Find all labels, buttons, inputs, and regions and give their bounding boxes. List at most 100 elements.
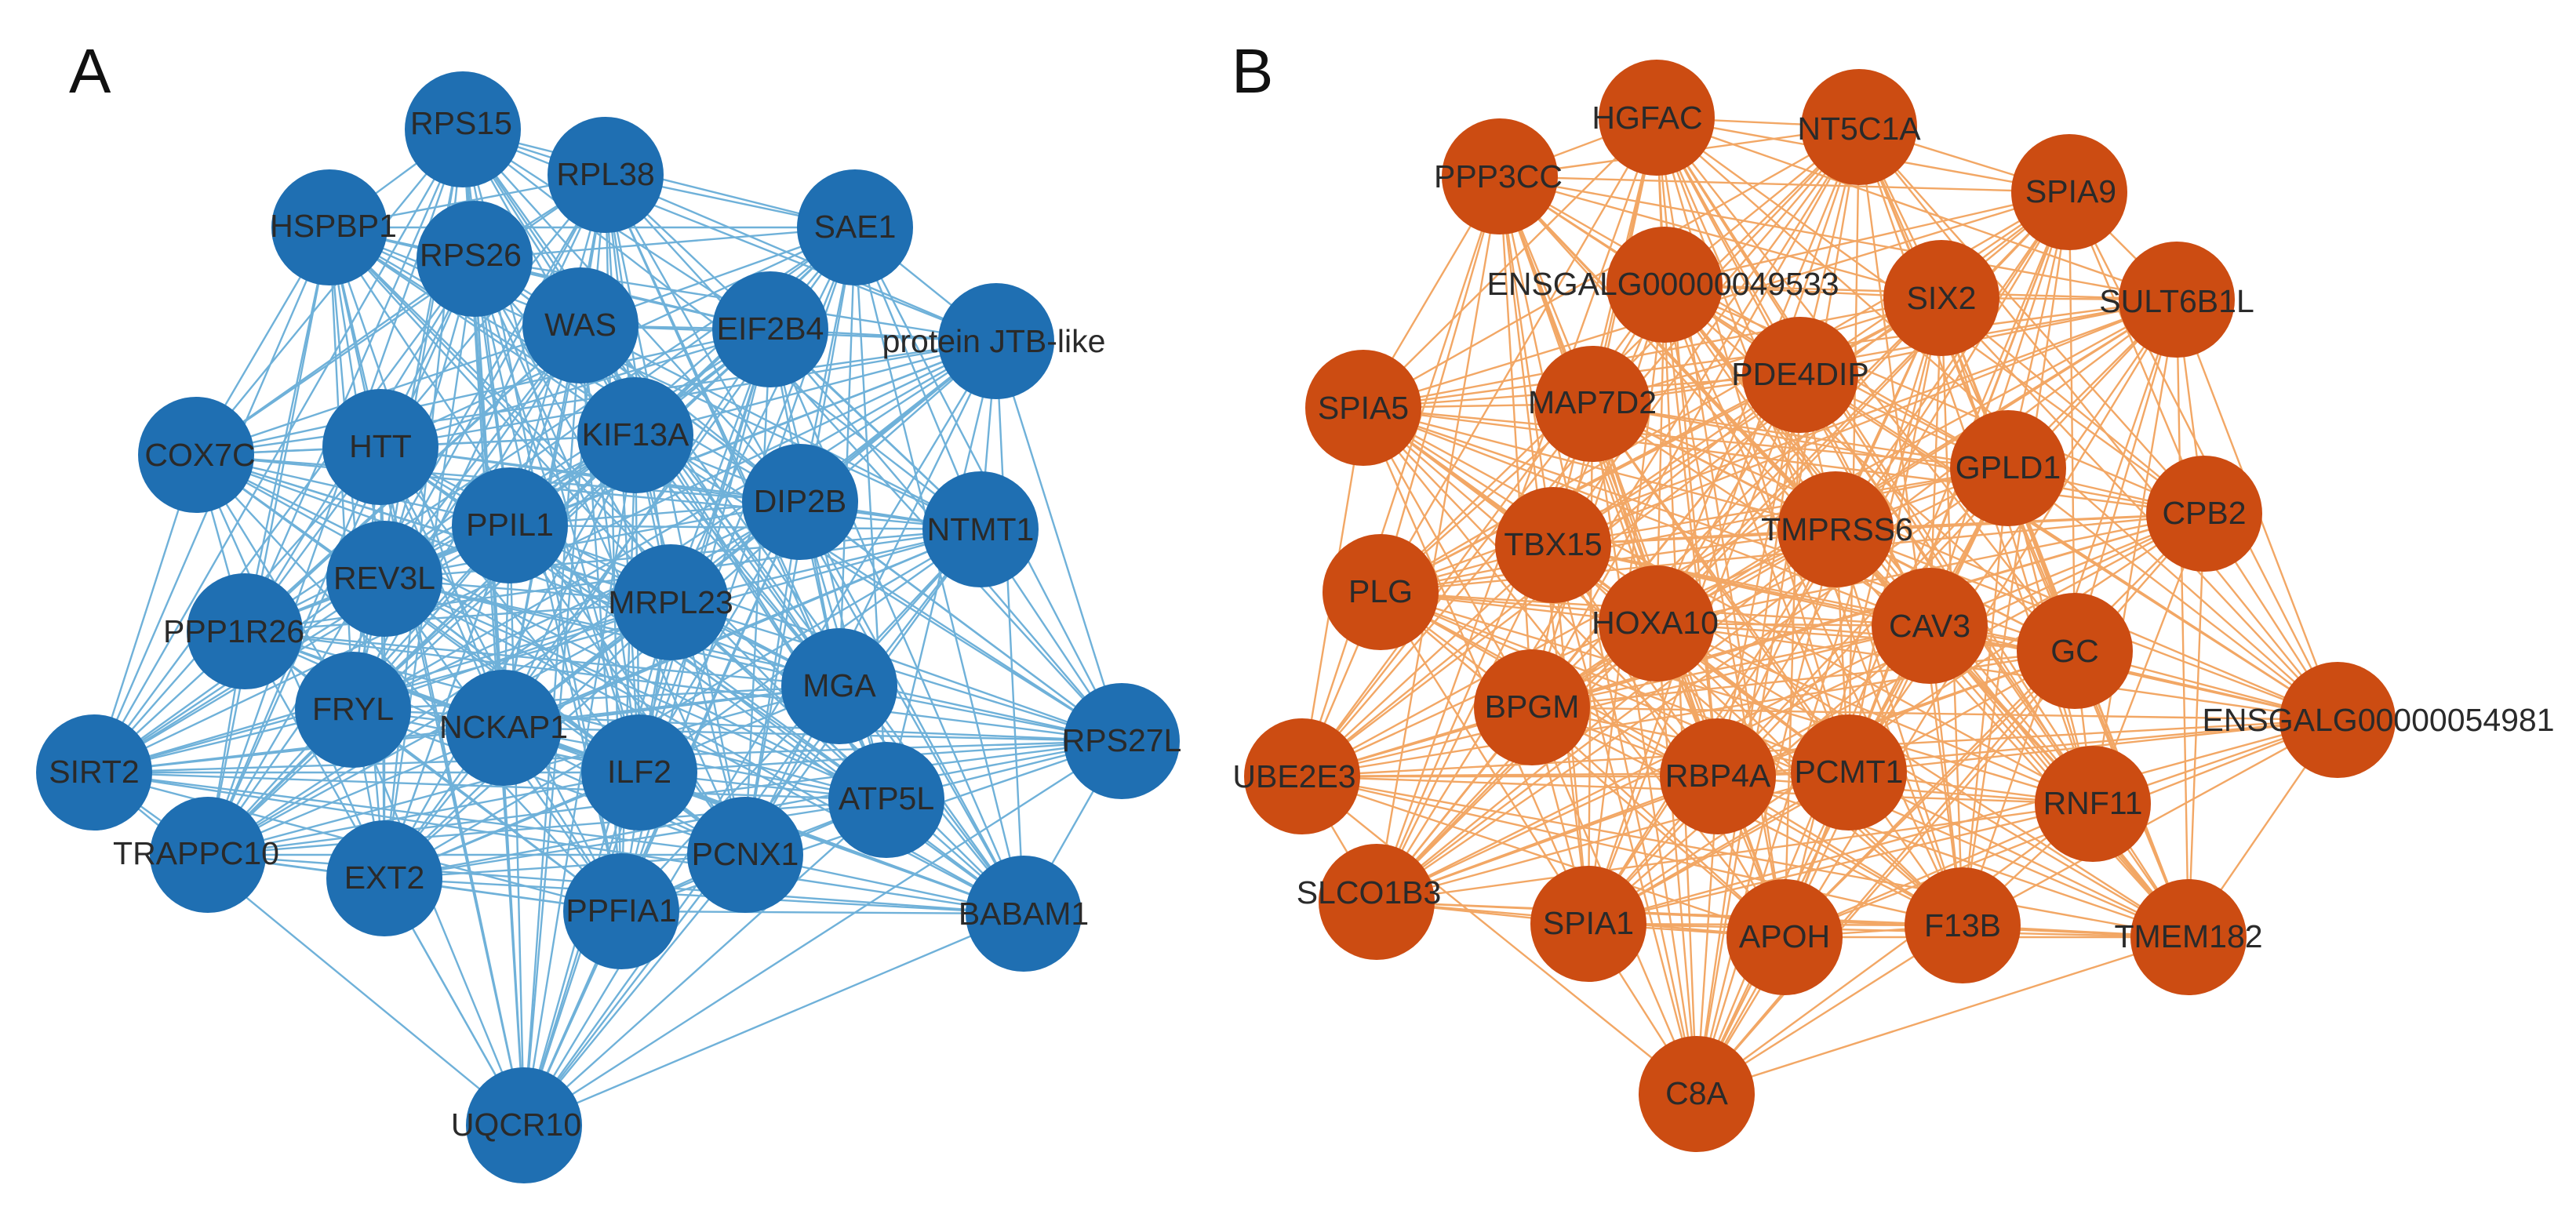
panel-a-edge bbox=[474, 226, 856, 260]
panel-a-edge bbox=[93, 771, 887, 801]
panel-b-edge bbox=[1695, 625, 1931, 1095]
panel-b-edge bbox=[1363, 296, 1942, 409]
panel-a-node-label: FRYL bbox=[312, 691, 394, 727]
panel-a-node bbox=[581, 714, 697, 831]
panel-b-edge bbox=[1380, 591, 1850, 774]
panel-b-edge bbox=[1380, 591, 1785, 938]
panel-b-edge bbox=[1552, 298, 2178, 547]
panel-b-node bbox=[2011, 134, 2127, 250]
panel-b-edge bbox=[1716, 191, 2071, 777]
panel-b-edge bbox=[1363, 406, 2205, 515]
panel-b-node-label: PLG bbox=[1348, 573, 1413, 609]
panel-b-edge bbox=[1656, 191, 2070, 624]
panel-a-edge bbox=[473, 258, 747, 856]
panel-a-edge bbox=[639, 771, 1024, 915]
panel-a-edge bbox=[853, 227, 1025, 914]
panel-b-node bbox=[1950, 410, 2066, 526]
panel-b-edge bbox=[1592, 126, 1860, 405]
panel-b-edge bbox=[1716, 374, 1802, 777]
panel-b-edge bbox=[1848, 771, 2189, 939]
panel-b-node bbox=[2146, 456, 2262, 572]
panel-b-edge bbox=[1531, 624, 1930, 709]
panel-a-edge bbox=[509, 524, 981, 531]
panel-b-edge bbox=[1363, 406, 1836, 531]
panel-b-edge bbox=[1499, 175, 1942, 300]
panel-a-node-label: HTT bbox=[349, 428, 412, 464]
panel-a-node-label: HSPBP1 bbox=[270, 208, 397, 244]
panel-b-edge bbox=[1552, 544, 1698, 1095]
panel-b-node-label: SPIA1 bbox=[1543, 905, 1634, 941]
panel-b-node-label: PPP3CC bbox=[1434, 158, 1563, 194]
panel-b-edge bbox=[1552, 117, 1658, 546]
panel-b-edge bbox=[1588, 802, 2094, 925]
panel-b-node bbox=[1606, 227, 1723, 343]
panel-a-node-label: KIF13A bbox=[582, 416, 689, 453]
panel-a-node bbox=[138, 397, 254, 513]
panel-b-edge bbox=[1656, 622, 2338, 721]
panel-b-node-label: MAP7D2 bbox=[1528, 384, 1657, 420]
panel-b-edge bbox=[1834, 529, 1964, 926]
panel-b-node bbox=[1883, 240, 1999, 356]
panel-b-edge bbox=[1847, 297, 1943, 773]
panel-a-edge bbox=[523, 799, 887, 1126]
panel-a-edge bbox=[620, 910, 1024, 915]
panel-b-node bbox=[1660, 718, 1776, 834]
panel-b-node bbox=[2130, 879, 2247, 995]
panel-b-node-label: TMPRSS6 bbox=[1761, 511, 1913, 547]
panel-a-node bbox=[797, 169, 913, 285]
panel-a-edge bbox=[380, 328, 771, 449]
panel-b-node-label: PDE4DIP bbox=[1731, 356, 1868, 392]
panel-b-node-label: CAV3 bbox=[1889, 608, 1970, 644]
panel-a-node-label: RPS15 bbox=[410, 105, 512, 141]
panel-a-edge bbox=[244, 434, 636, 633]
panel-a-edge bbox=[605, 173, 997, 343]
panel-b-edge bbox=[1380, 591, 2189, 939]
panel-b-node-label: HGFAC bbox=[1592, 100, 1702, 136]
panel-b-edge bbox=[1531, 649, 2076, 709]
panel-a-edge bbox=[384, 577, 1024, 915]
panel-a-node-label: NCKAP1 bbox=[439, 709, 568, 745]
panel-a-edge bbox=[580, 324, 981, 531]
panel-b-node-label: SPIA5 bbox=[1318, 390, 1409, 426]
panel-b-edge bbox=[1499, 175, 2070, 194]
panel-b-edge bbox=[1498, 176, 1698, 1095]
panel-b-node-label: BPGM bbox=[1485, 689, 1580, 725]
panel-b-node bbox=[1474, 649, 1590, 765]
panel-a-node-label: ILF2 bbox=[607, 754, 671, 790]
panel-a-edge bbox=[352, 500, 801, 711]
panel-b-edge bbox=[1380, 373, 1801, 594]
panel-a-node bbox=[687, 797, 803, 913]
panel-a-edge bbox=[669, 227, 857, 603]
panel-b-edge bbox=[1799, 298, 2178, 376]
panel-b-edge bbox=[1376, 512, 2205, 903]
panel-a-node-label: COX7C bbox=[144, 437, 255, 473]
panel-a-edge bbox=[744, 329, 772, 856]
panel-a-node bbox=[466, 1067, 582, 1183]
panel-a-node-label: DIP2B bbox=[754, 483, 847, 519]
panel-a-edge bbox=[523, 912, 1024, 1127]
panel-a-node-label: UQCR10 bbox=[451, 1107, 581, 1143]
panel-b-node-label: TMEM182 bbox=[2114, 918, 2262, 954]
panel-b-node bbox=[1791, 714, 1907, 831]
panel-a-node bbox=[452, 467, 568, 583]
panel-a-edge bbox=[384, 853, 746, 880]
panel-b-node-label: HOXA10 bbox=[1592, 605, 1719, 641]
panel-a-node bbox=[405, 71, 521, 187]
panel-a-node bbox=[271, 169, 387, 285]
panel-a-edge bbox=[384, 577, 1122, 743]
panel-a-node bbox=[295, 652, 411, 768]
panel-a-edge bbox=[352, 708, 746, 856]
panel-a-node bbox=[417, 201, 533, 317]
panel-b-node bbox=[1495, 487, 1611, 603]
panel-b-node bbox=[1777, 471, 1894, 587]
panel-a-edge bbox=[207, 528, 981, 856]
panel-a-node bbox=[150, 797, 266, 913]
panel-b-node bbox=[2017, 593, 2133, 709]
panel-a-node bbox=[577, 377, 693, 493]
panel-a-node bbox=[1064, 683, 1180, 799]
panel-a-edge bbox=[380, 446, 640, 773]
